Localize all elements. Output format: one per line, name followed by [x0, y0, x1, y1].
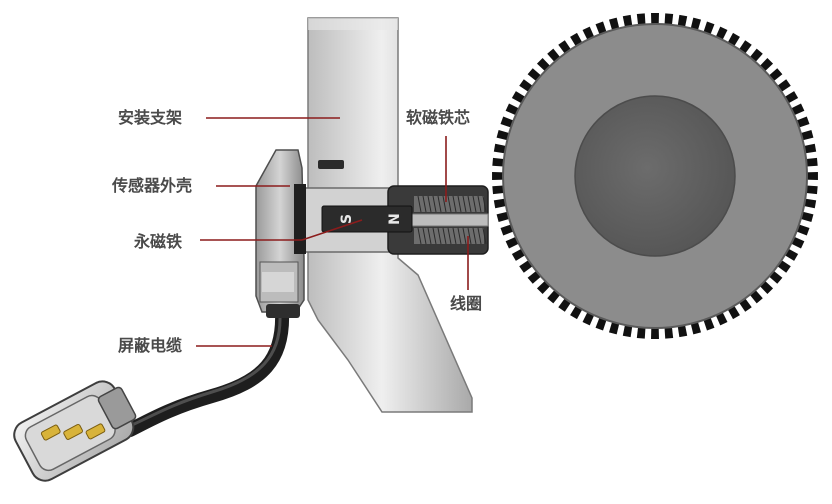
coil-winding	[432, 227, 437, 245]
coil-winding	[422, 227, 427, 245]
magnet-north-pole: N	[387, 213, 403, 225]
label-coil: 线圈	[450, 294, 483, 313]
coil-winding	[442, 227, 447, 245]
label-sensor-housing: 传感器外壳	[112, 176, 193, 195]
coil-winding	[422, 195, 427, 213]
shielded-cable	[123, 305, 290, 437]
leader-permanent-magnet-tip	[301, 219, 363, 241]
coil-winding	[467, 227, 472, 245]
label-permanent-magnet: 永磁铁	[134, 232, 183, 251]
coil-winding	[447, 227, 452, 245]
coil-winding	[417, 227, 422, 245]
reluctor-wheel	[492, 13, 818, 339]
coil-winding	[462, 227, 467, 245]
wheel-hub	[574, 95, 736, 257]
coil-winding	[427, 195, 432, 213]
coil-winding	[452, 227, 457, 245]
coil-winding	[417, 195, 422, 213]
coil-winding	[442, 195, 447, 213]
bracket-slot	[318, 160, 344, 169]
coil-winding	[452, 195, 457, 213]
wheel-tooth	[492, 172, 506, 180]
coil-winding	[467, 195, 472, 213]
coil-winding	[457, 195, 462, 213]
coil-winding	[457, 227, 462, 245]
magnet-south-pole: S	[339, 214, 355, 224]
cable-gland	[266, 304, 300, 318]
coil-winding	[462, 195, 467, 213]
housing-flange	[294, 184, 306, 254]
coil-winding	[477, 195, 482, 213]
coil-winding	[437, 195, 442, 213]
wheel-tooth	[651, 13, 659, 27]
coil-winding	[427, 227, 432, 245]
connector-pin-2	[63, 423, 83, 440]
coil-winding	[472, 227, 477, 245]
wheel-tooth	[651, 325, 659, 339]
coil-winding	[482, 227, 487, 245]
coil-winding	[447, 195, 452, 213]
sensor-body: S N	[295, 185, 489, 255]
connector-pin-3	[85, 423, 106, 440]
coil-winding	[482, 195, 487, 213]
sensor-housing	[255, 149, 306, 313]
coil-winding	[432, 195, 437, 213]
label-shielded-cable: 屏蔽电缆	[118, 336, 183, 355]
label-mounting-bracket: 安装支架	[118, 108, 183, 127]
connector-pin-1	[40, 424, 61, 441]
label-soft-iron-core: 软磁铁芯	[406, 108, 471, 127]
coil-winding	[437, 227, 442, 245]
wheel-tooth	[804, 172, 818, 180]
coil-winding	[472, 195, 477, 213]
connector-plug	[13, 380, 137, 482]
coil-winding	[477, 227, 482, 245]
